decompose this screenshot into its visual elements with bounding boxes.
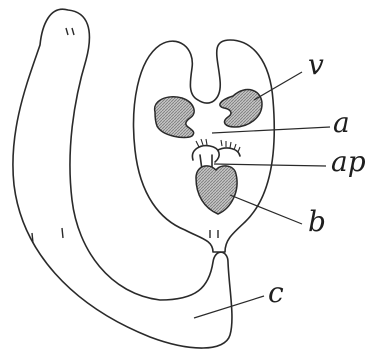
label-b: b: [308, 205, 326, 238]
label-a: a: [333, 106, 350, 139]
label-c: c: [268, 276, 284, 309]
appendage-ap: [192, 146, 219, 162]
left-vesicle: [155, 97, 195, 138]
appendage-ap-right: [218, 148, 240, 156]
body-b: [196, 166, 237, 214]
label-v: v: [308, 48, 324, 81]
right-vesicle-v: [220, 90, 262, 127]
label-ap: ap: [331, 145, 366, 178]
